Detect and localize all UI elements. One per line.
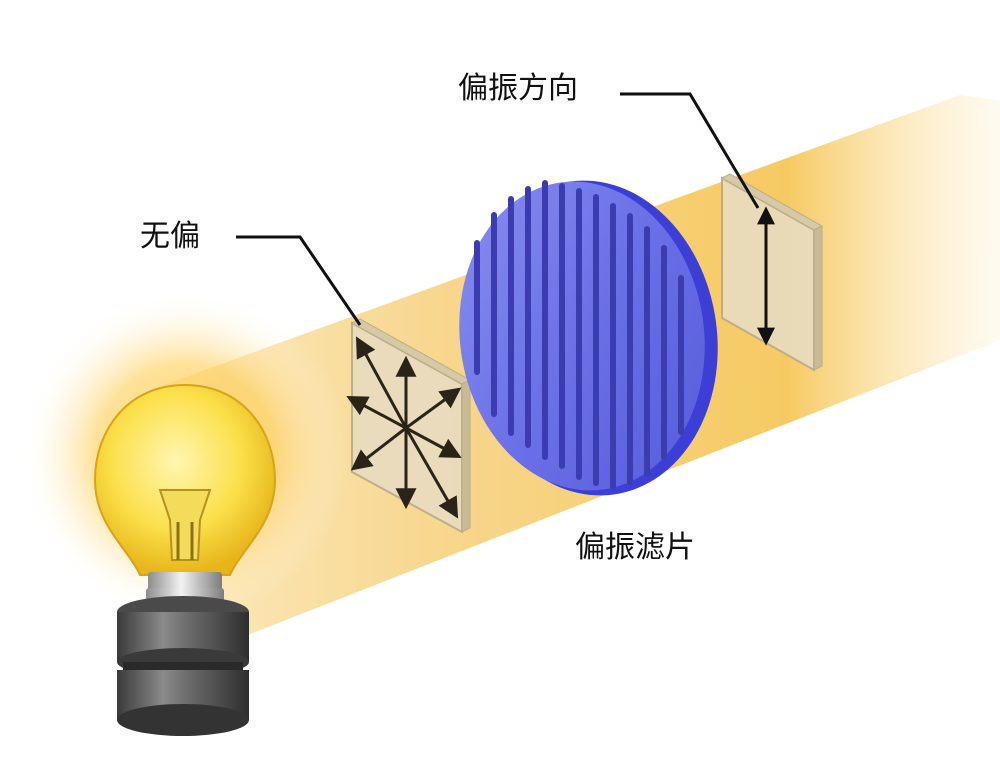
direction-leader-line xyxy=(620,92,760,209)
filter-slits xyxy=(474,180,684,490)
light-bulb-icon xyxy=(93,383,277,612)
polarization-direction-label: 偏振方向 xyxy=(458,71,578,106)
polarizing-filter-label: 偏振滤片 xyxy=(575,530,695,565)
multi-direction-arrows-icon xyxy=(346,336,462,519)
polarizing-filter-icon xyxy=(459,180,718,496)
unpolarized-label: 无偏 xyxy=(140,219,200,254)
bulb-base xyxy=(117,596,249,736)
unpolarized-leader-line xyxy=(236,235,362,326)
